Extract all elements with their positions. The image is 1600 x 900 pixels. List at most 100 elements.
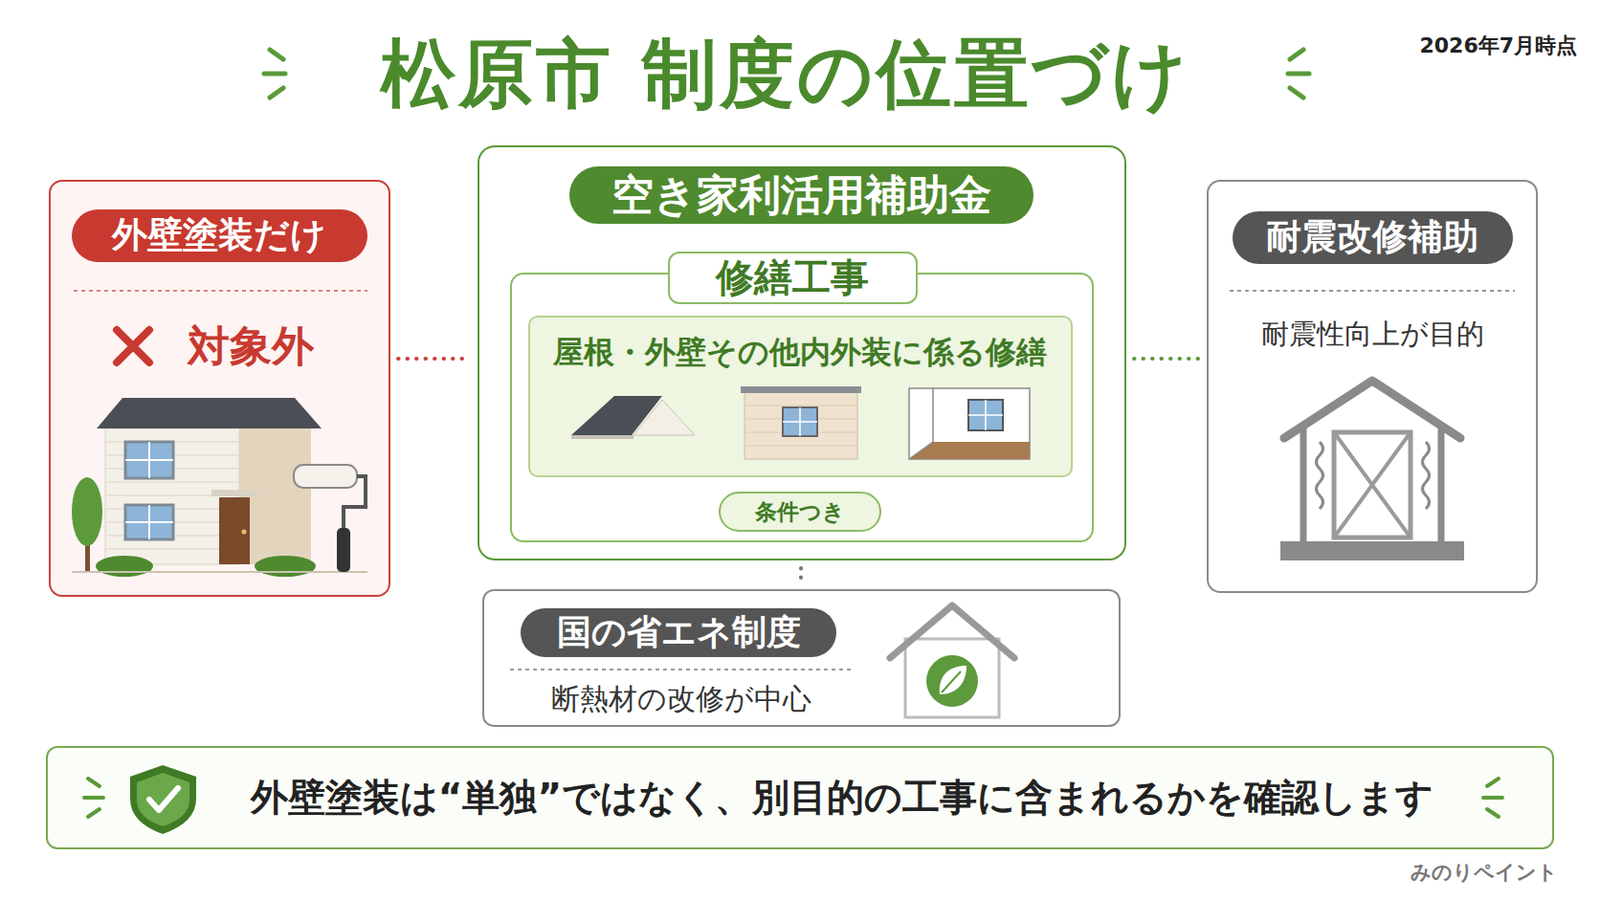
- seismic-house-icon-part: [1280, 541, 1465, 561]
- shield-icon: [130, 765, 197, 835]
- house-illustration-part: [219, 497, 250, 565]
- divider-line-part: [1229, 289, 1515, 292]
- house-illustration-part: [95, 555, 154, 578]
- band-sparkle-part: [88, 778, 100, 787]
- heading-pill: 空き家利活用補助金: [569, 166, 1034, 224]
- connector-layer: [398, 358, 1200, 582]
- eco-house-icon: [889, 605, 1015, 718]
- band-sparkle-part: [1487, 809, 1499, 818]
- house-illustration-part: [239, 428, 312, 565]
- divider-line-part: [73, 289, 368, 292]
- scope-box: 屋根・外壁その他内外装に係る修繕: [528, 315, 1073, 478]
- seismic-house-icon-part: [1422, 442, 1430, 510]
- title-sparkle-part: [269, 88, 284, 98]
- title-sparkle-part: [269, 49, 284, 60]
- seismic-house-icon-part: [1316, 442, 1324, 510]
- heading-pill: 国の省エネ制度: [520, 608, 837, 658]
- summary-text: 外壁塗装は“単独”ではなく、別目的の工事に含まれるかを確認します: [220, 769, 1465, 827]
- wall-icon-part: [740, 386, 862, 394]
- house-illustration-part: [71, 571, 368, 574]
- shield-icon-part: [149, 788, 178, 811]
- scope-text: 屋根・外壁その他内外装に係る修繕: [532, 333, 1068, 372]
- dotted-connector: [799, 568, 803, 582]
- house-illustration-part: [254, 555, 316, 578]
- summary-band: 外壁塗装は“単独”ではなく、別目的の工事に含まれるかを確認します: [45, 746, 1555, 850]
- house-illustration-part: [105, 428, 240, 565]
- roof-icon-part: [571, 435, 634, 440]
- house-illustration-part: [125, 442, 174, 479]
- room-icon-part: [909, 442, 1030, 460]
- roof-icon-part: [633, 400, 695, 436]
- divider-line: [73, 290, 1515, 670]
- heading-pill: 外壁塗装だけ: [71, 209, 368, 263]
- energy-box: 国の省エネ制度断熱材の改修が中心: [482, 589, 1121, 728]
- dotted-connector: [398, 356, 470, 361]
- body-text: 断熱材の改修が中心: [509, 680, 854, 719]
- wall-icon-part: [782, 407, 818, 437]
- condition-pill: 条件つき: [718, 491, 882, 533]
- band-sparkle-part: [1483, 796, 1503, 800]
- cross-mark-part: [116, 330, 150, 363]
- status-text: 対象外: [178, 322, 323, 372]
- room-icon-part: [968, 400, 1003, 431]
- seismic-house-icon-part: [1333, 432, 1411, 538]
- wall-icon: [740, 386, 862, 460]
- house-illustration-part: [211, 489, 258, 497]
- decorations: [71, 49, 1515, 835]
- seismic-house-icon-part: [1284, 380, 1461, 439]
- title-sparkle-part: [264, 71, 286, 77]
- divider-line-part: [510, 668, 852, 671]
- wall-icon-part: [744, 392, 858, 460]
- excluded-box: 外壁塗装だけ対象外: [48, 179, 391, 598]
- condition-text: 条件つき: [720, 493, 880, 531]
- eco-house-icon-part: [939, 666, 967, 695]
- roof-icon: [571, 396, 695, 438]
- seismic-box: 耐震改修補助耐震性向上が目的: [1206, 179, 1538, 594]
- heading-pill: 修繕工事: [667, 251, 918, 305]
- band-sparkle: [84, 778, 1503, 818]
- seismic-house-icon-part: [1303, 426, 1442, 546]
- seismic-house-icon: [1280, 380, 1465, 561]
- title-sparkle-part: [1289, 88, 1304, 98]
- room-icon-part: [909, 388, 1030, 460]
- eco-house-icon-part: [905, 639, 1000, 718]
- roof-icon-part: [571, 396, 663, 436]
- band-sparkle-part: [88, 809, 100, 818]
- repair-box: 修繕工事屋根・外壁その他内外装に係る修繕条件つき: [510, 272, 1094, 543]
- room-icon-part: [968, 400, 1003, 431]
- house-illustration-part: [336, 528, 351, 573]
- band-sparkle-part: [84, 796, 104, 800]
- eco-house-icon-part: [926, 655, 978, 708]
- diagram-title: 松原市 制度の位置づけ: [211, 25, 1360, 122]
- house-illustration-part: [125, 505, 174, 540]
- house-illustration-part: [71, 477, 103, 547]
- eco-house-icon-part: [941, 671, 961, 693]
- seismic-house-icon-part: [1333, 432, 1411, 538]
- house-illustration-part: [242, 530, 247, 535]
- eco-house-icon-part: [889, 605, 1015, 659]
- title-sparkle-part: [1288, 71, 1310, 77]
- cross-mark: [116, 330, 150, 363]
- house-illustration-part: [125, 442, 174, 479]
- house-illustration-part: [96, 398, 322, 429]
- band-sparkle-part: [1487, 778, 1499, 787]
- watermark: みのりペイント: [1270, 858, 1558, 888]
- dotted-connector: [1133, 356, 1200, 361]
- room-icon-part: [909, 388, 934, 460]
- shield-icon-part: [130, 765, 197, 835]
- wall-icon-part: [744, 405, 858, 446]
- house-illustration-part: [105, 442, 240, 550]
- heading-pill: 耐震改修補助: [1232, 211, 1513, 265]
- house-illustration-part: [343, 476, 366, 531]
- house-illustration-part: [293, 465, 357, 489]
- title-sparkle-part: [1289, 49, 1304, 60]
- house-illustration-part: [85, 540, 90, 572]
- wall-icon-part: [782, 407, 818, 437]
- date-label: 2026年7月時点: [1289, 31, 1578, 61]
- body-text: 耐震性向上が目的: [1219, 315, 1526, 355]
- house-illustration: [71, 398, 368, 578]
- room-icon: [909, 388, 1030, 460]
- shield-icon-part: [136, 773, 190, 827]
